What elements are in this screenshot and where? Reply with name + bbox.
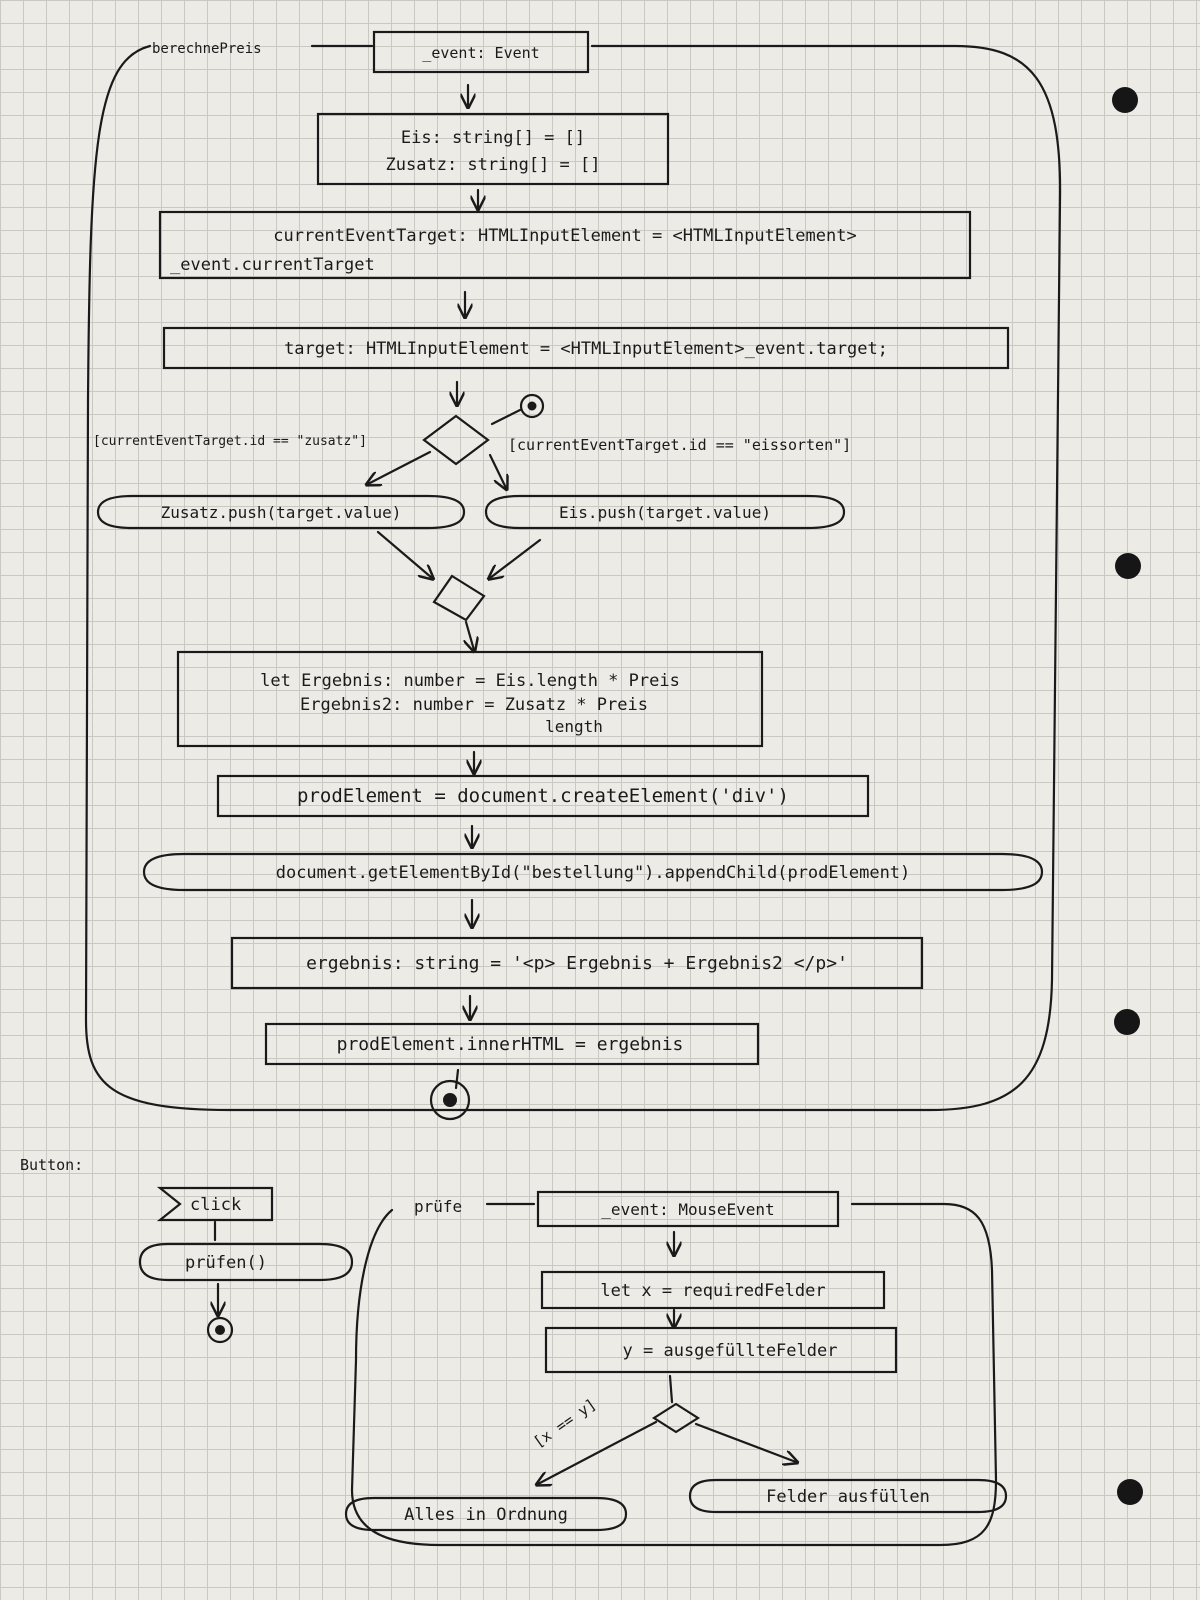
current-target-line2: _event.currentTarget <box>170 255 375 275</box>
filled-fields-box <box>544 1326 898 1374</box>
action-alles-in-ordnung <box>344 1496 628 1532</box>
binder-holes <box>1112 87 1143 1505</box>
param-box-2 <box>536 1190 840 1228</box>
calculation-line2: Ergebnis2: number = Zusatz * Preis <box>300 695 648 715</box>
param-label-2: _event: MouseEvent <box>601 1200 774 1219</box>
initial-node <box>519 393 545 419</box>
inner-html-box <box>264 1022 760 1066</box>
param-box <box>372 30 590 74</box>
current-target-line1: currentEventTarget: HTMLInputElement = <… <box>273 226 856 246</box>
binder-hole <box>1112 87 1138 113</box>
click-event-label: click <box>190 1195 241 1215</box>
action-pruefen <box>138 1242 354 1282</box>
declaration-zusatz: Zusatz: string[] = [] <box>386 155 601 175</box>
calculation-box <box>176 650 764 748</box>
action-felder-ausfuellen <box>688 1478 1008 1514</box>
target-label: target: HTMLInputElement = <HTMLInputEle… <box>284 339 888 359</box>
required-fields-label: let x = requiredFelder <box>600 1281 825 1301</box>
param-label: _event: Event <box>422 44 539 62</box>
ergebnis-box <box>230 936 924 990</box>
felder-ausfuellen-label: Felder ausfüllen <box>766 1487 930 1507</box>
target-box <box>162 326 1010 370</box>
activity2-name: prüfe <box>414 1197 462 1216</box>
alles-in-ordnung-label: Alles in Ordnung <box>404 1505 568 1525</box>
binder-hole <box>1117 1479 1143 1505</box>
click-event-signal <box>156 1186 274 1222</box>
activity-name: berechnePreis <box>152 41 262 57</box>
final-node <box>429 1079 471 1121</box>
merge-node <box>432 574 486 622</box>
action-append-child <box>142 852 1044 892</box>
create-element-label: prodElement = document.createElement('di… <box>297 785 789 807</box>
filled-fields-label: y = ausgefüllteFelder <box>623 1341 838 1361</box>
inner-html-label: prodElement.innerHTML = ergebnis <box>337 1034 684 1055</box>
guard-x-equals-y: [x == y] <box>530 1395 600 1451</box>
guard-eissorten: [currentEventTarget.id == "eissorten"] <box>508 436 851 454</box>
decision-node <box>422 414 490 466</box>
button-label: Button: <box>20 1156 83 1174</box>
activity-berechne-preis: berechnePreis _event: Event Eis: string[… <box>84 30 1062 1121</box>
calculation-line1: let Ergebnis: number = Eis.length * Prei… <box>260 671 680 691</box>
button-final-node <box>206 1316 234 1344</box>
declaration-eis: Eis: string[] = [] <box>401 128 585 148</box>
calculation-line3: length <box>545 717 603 736</box>
activity-pruefe: prüfe _event: MouseEvent let x = require… <box>344 1190 1008 1547</box>
declaration-box <box>316 112 670 186</box>
action-zusatz-push <box>96 494 466 530</box>
action-pruefen-label: prüfen() <box>185 1253 267 1273</box>
action-zusatz-push-label: Zusatz.push(target.value) <box>161 503 402 522</box>
required-fields-box <box>540 1270 886 1310</box>
binder-hole <box>1115 553 1141 579</box>
create-element-box <box>216 774 870 818</box>
guard-zusatz: [currentEventTarget.id == "zusatz"] <box>93 434 367 449</box>
decision-node-2 <box>651 1402 701 1434</box>
activity-frame <box>84 44 1062 1112</box>
activity-frame-2 <box>350 1202 998 1547</box>
action-eis-push <box>484 494 846 530</box>
append-child-label: document.getElementById("bestellung").ap… <box>276 863 911 883</box>
binder-hole <box>1114 1009 1140 1035</box>
current-target-box <box>158 210 972 280</box>
button-section: Button: click prüfen() <box>20 1156 354 1344</box>
ergebnis-label: ergebnis: string = '<p> Ergebnis + Ergeb… <box>306 953 848 974</box>
action-eis-push-label: Eis.push(target.value) <box>559 503 771 522</box>
